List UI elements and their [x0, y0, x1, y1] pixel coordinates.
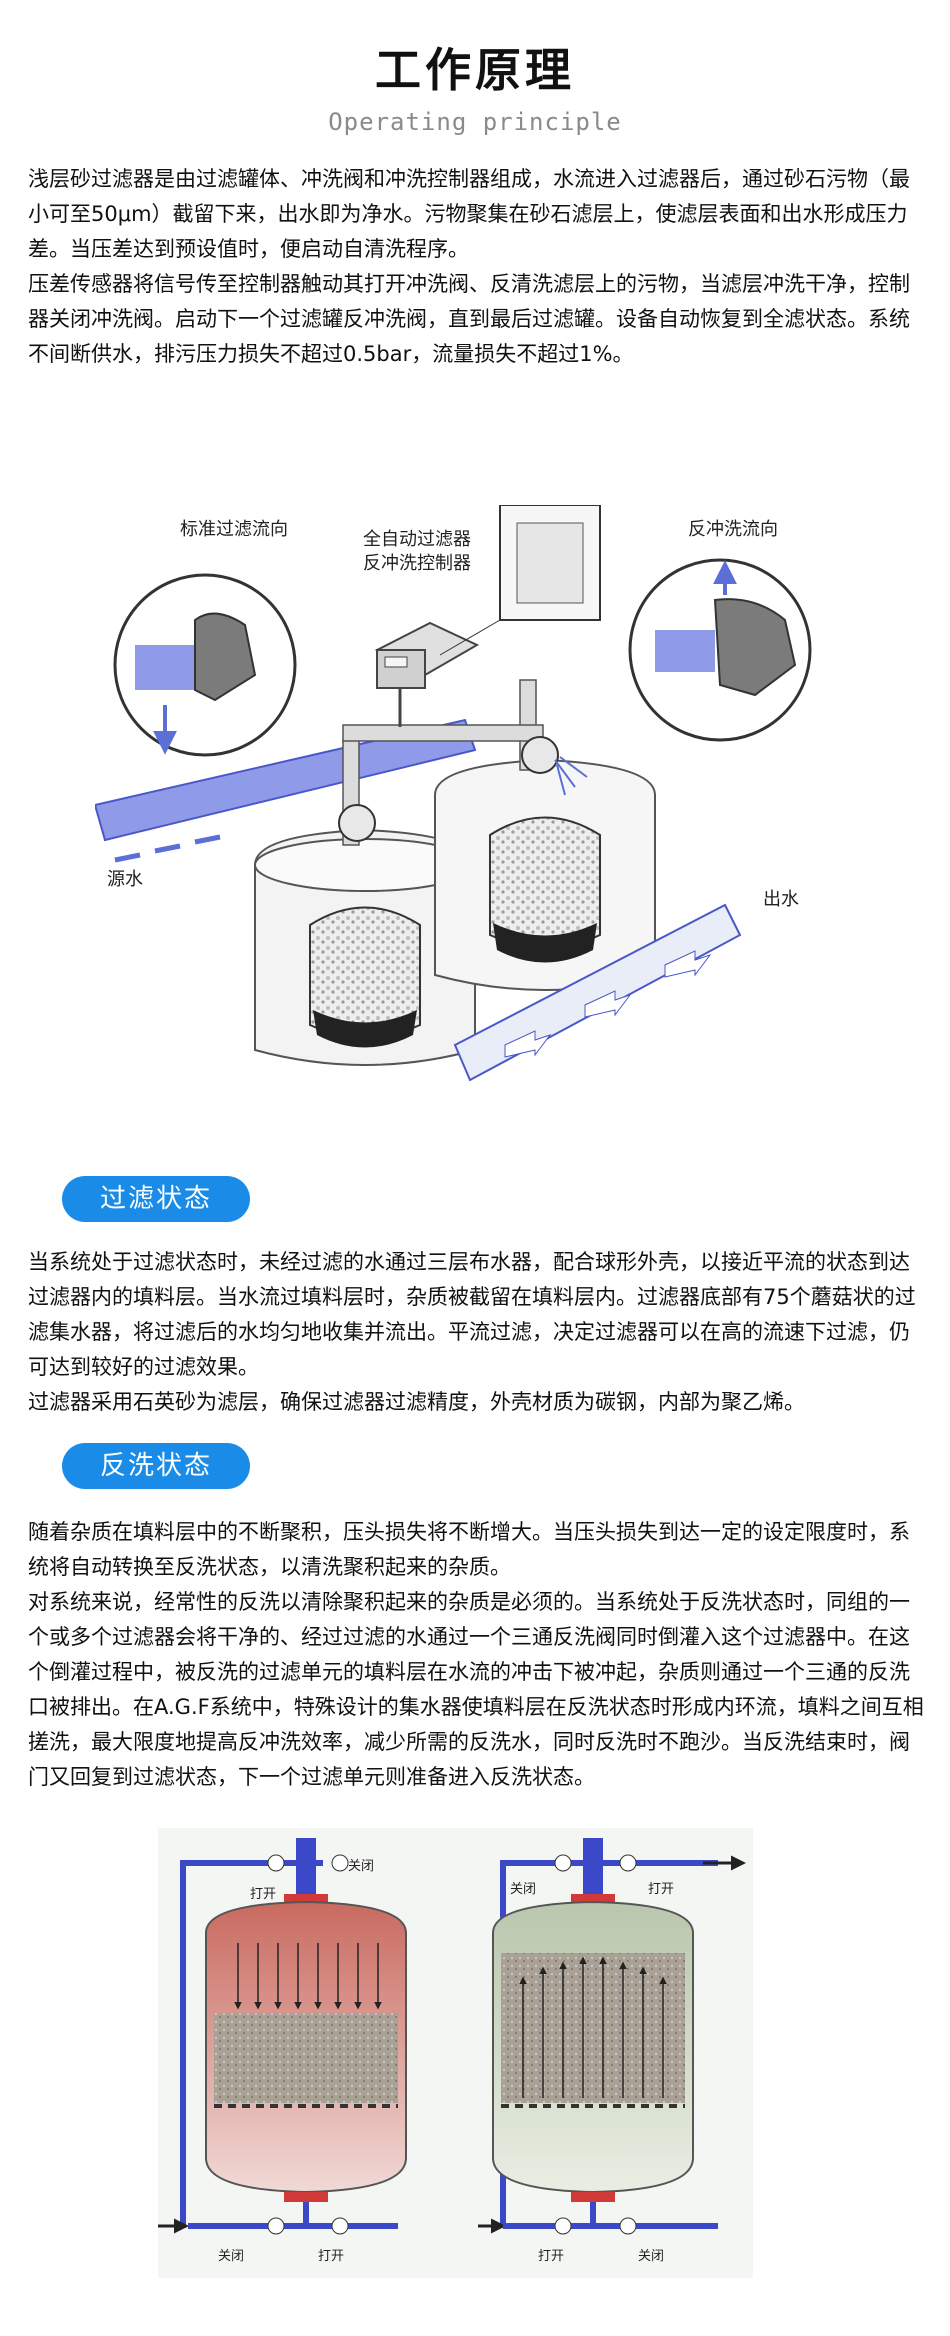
label-controller-1: 全自动过滤器	[363, 529, 471, 550]
right-backwash-tank: 关闭 打开 打开 关闭	[478, 1838, 746, 2264]
filter-state-text: 当系统处于过滤状态时，未经过滤的水通过三层布水器，配合球形外壳，以接近平流的状态…	[28, 1245, 928, 1420]
filter-paragraph-1: 当系统处于过滤状态时，未经过滤的水通过三层布水器，配合球形外壳，以接近平流的状态…	[28, 1250, 916, 1379]
backwash-paragraph-2: 对系统来说，经常性的反洗以清除聚积起来的杂质是必须的。当系统处于反洗状态时，同组…	[28, 1590, 924, 1789]
page-subtitle: Operating principle	[328, 108, 622, 136]
left-magnifier	[113, 573, 297, 757]
controller-box	[374, 621, 480, 727]
inlet-dashes	[114, 834, 221, 863]
right-magnifier	[628, 558, 812, 742]
intro-text: 浅层砂过滤器是由过滤罐体、冲洗阀和冲洗控制器组成，水流进入过滤器后，通过砂石污物…	[28, 162, 928, 372]
right-bottom-closed-label: 关闭	[638, 2249, 664, 2264]
filter-system-illustration: 标准过滤流向 全自动过滤器 反冲洗控制器 反冲洗流向 源水 出水	[95, 505, 855, 1105]
left-bottom-open-label: 打开	[318, 2249, 344, 2264]
outlet-pipe	[453, 903, 742, 1082]
label-source: 源水	[107, 869, 143, 890]
backwash-state-text: 随着杂质在填料层中的不断聚积，压头损失将不断增大。当压头损失到达一定的设定限度时…	[28, 1515, 928, 1795]
page-title: 工作原理	[375, 43, 575, 97]
left-top-closed-label: 关闭	[348, 1859, 374, 1874]
left-tank	[254, 828, 476, 1066]
left-bottom-closed-label: 关闭	[218, 2249, 244, 2264]
left-top-open-label: 打开	[250, 1887, 276, 1902]
backwash-state-badge: 反洗状态	[62, 1443, 250, 1489]
inlet-pipe	[95, 718, 477, 842]
intro-paragraph-2: 压差传感器将信号传至控制器触动其打开冲洗阀、反清洗滤层上的污物，当滤层冲洗干净，…	[28, 272, 910, 366]
right-tank	[434, 758, 656, 991]
label-controller-2: 反冲洗控制器	[363, 553, 471, 574]
filter-paragraph-2: 过滤器采用石英砂为滤层，确保过滤器过滤精度，外壳材质为碳钢，内部为聚乙烯。	[28, 1390, 805, 1414]
right-top-open-label: 打开	[648, 1882, 674, 1897]
left-valve	[338, 804, 376, 842]
intro-paragraph-1: 浅层砂过滤器是由过滤罐体、冲洗阀和冲洗控制器组成，水流进入过滤器后，通过砂石污物…	[28, 167, 910, 261]
spray	[554, 756, 588, 796]
label-outlet: 出水	[763, 889, 799, 910]
tank-flow-diagram: 打开 关闭 关闭 打开	[158, 1828, 753, 2278]
right-bottom-open-label: 打开	[538, 2249, 564, 2264]
right-valve	[521, 736, 559, 774]
filter-state-badge: 过滤状态	[62, 1176, 250, 1222]
label-standard-flow: 标准过滤流向	[180, 519, 288, 540]
backwash-paragraph-1: 随着杂质在填料层中的不断聚积，压头损失将不断增大。当压头损失到达一定的设定限度时…	[28, 1520, 910, 1579]
left-filter-tank: 打开 关闭 关闭 打开	[158, 1838, 407, 2264]
right-top-closed-label: 关闭	[510, 1882, 536, 1897]
label-backwash-flow: 反冲洗流向	[688, 519, 778, 540]
